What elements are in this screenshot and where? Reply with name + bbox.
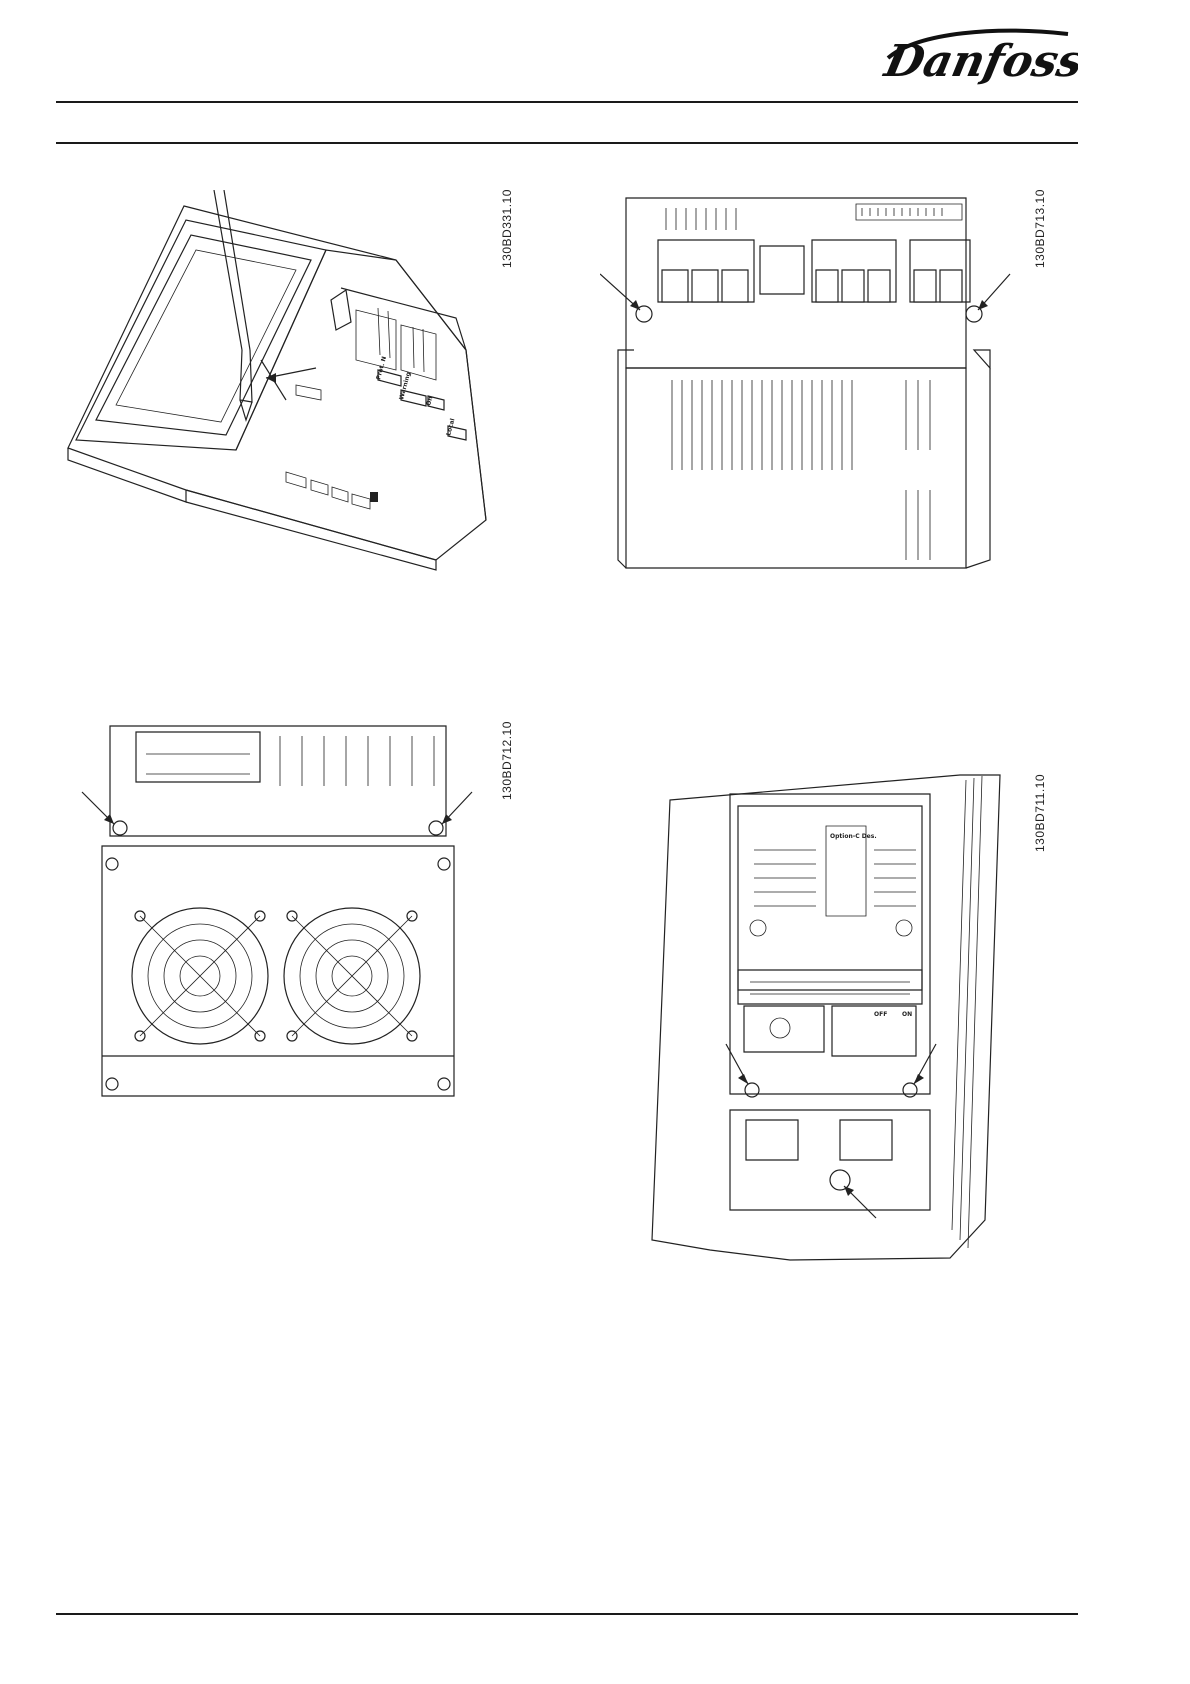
top-vents: [666, 208, 736, 230]
panel-label-on: On: [425, 396, 444, 410]
side-vents: [672, 380, 930, 560]
figure-lcp-removal: Prot. N Warning On Local: [56, 190, 526, 580]
figure-terminal-top: [600, 190, 1020, 590]
figure-fan-panel: [80, 716, 510, 1116]
fan-left: [132, 908, 268, 1044]
panel-label-warning: Warning: [398, 371, 426, 406]
figure-code-bottom-right: 130BD711.10: [1033, 774, 1047, 852]
fan-panel-vents: [280, 736, 434, 786]
panel-label-local: Local: [445, 418, 466, 440]
panel-label-prot: Prot. N: [375, 356, 401, 386]
switch-off-label: OFF: [874, 1011, 887, 1018]
figure-code-top-right: 130BD713.10: [1033, 189, 1047, 268]
fan-right: [284, 908, 420, 1044]
danfoss-logo: Danfoss: [878, 14, 1078, 90]
svg-text:Danfoss: Danfoss: [879, 35, 1078, 86]
switch-on-label: ON: [902, 1011, 912, 1018]
footer-rule: [56, 1613, 1078, 1615]
header-rule-upper: [56, 101, 1078, 103]
option-c-label: Option-C Des.: [830, 833, 877, 840]
figure-control-card: Option-C Des. OFF ON: [640, 770, 1020, 1270]
header-rule-lower: [56, 142, 1078, 144]
power-terminals: [658, 240, 970, 302]
